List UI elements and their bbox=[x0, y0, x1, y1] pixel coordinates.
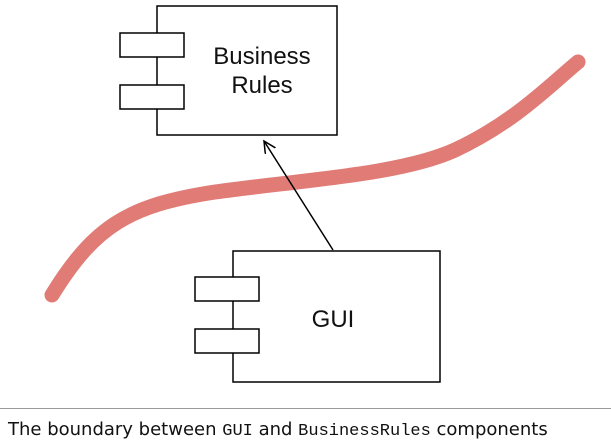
gui-port-bottom bbox=[194, 328, 260, 354]
dependency-arrow bbox=[264, 141, 334, 251]
caption-suffix: components bbox=[430, 419, 548, 440]
business-rules-port-top bbox=[119, 32, 185, 58]
business-rules-label-line1: Business bbox=[213, 43, 310, 70]
gui-box bbox=[232, 250, 441, 383]
business-rules-label-line2: Rules bbox=[231, 72, 292, 99]
architecture-diagram: Business Rules GUI bbox=[44, 5, 586, 383]
business-rules-component: Business Rules bbox=[119, 5, 338, 136]
business-rules-box bbox=[156, 5, 338, 136]
gui-label: GUI bbox=[312, 306, 355, 333]
caption-code-gui: GUI bbox=[222, 422, 253, 441]
figure-caption: The boundary between GUI and BusinessRul… bbox=[8, 418, 548, 444]
gui-port-top bbox=[194, 276, 260, 302]
gui-component: GUI bbox=[194, 250, 441, 383]
caption-code-businessrules: BusinessRules bbox=[298, 422, 431, 441]
caption-middle: and bbox=[252, 419, 299, 440]
business-rules-port-bottom bbox=[119, 84, 185, 110]
boundary-curve bbox=[44, 54, 586, 303]
caption-divider bbox=[0, 408, 611, 409]
caption-prefix: The boundary between bbox=[8, 419, 223, 440]
